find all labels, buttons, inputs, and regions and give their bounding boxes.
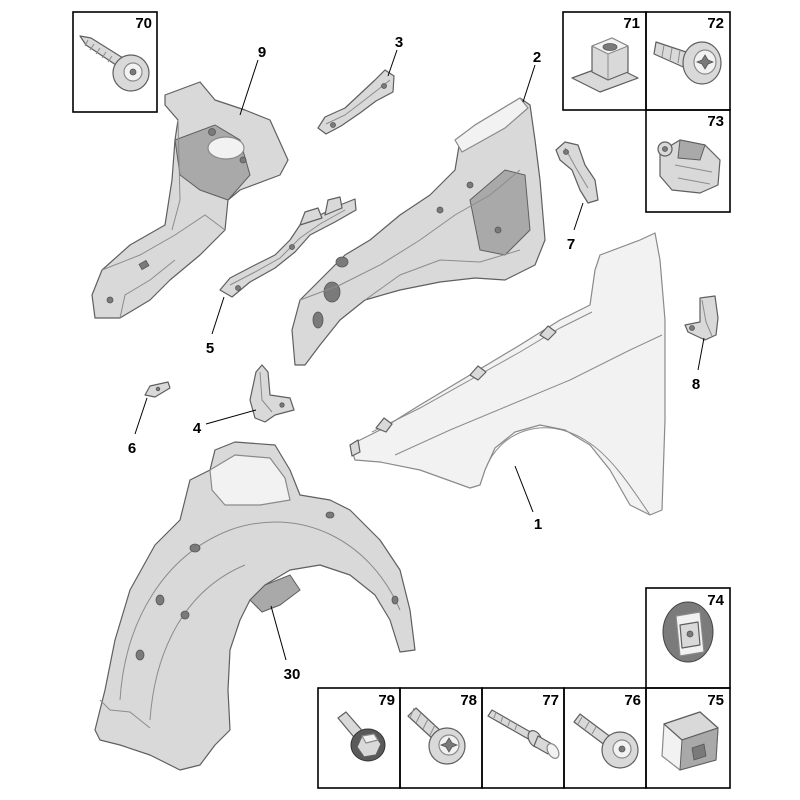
box-label-78: 78 xyxy=(460,692,477,709)
part-2 xyxy=(291,97,546,366)
leader-9 xyxy=(239,59,259,116)
box-label-77: 77 xyxy=(542,692,559,709)
leader-lines xyxy=(134,49,705,661)
hardware-box-72[interactable]: 72 xyxy=(645,11,731,111)
spring-nut-clip-icon xyxy=(661,711,719,771)
box-label-71: 71 xyxy=(623,15,640,32)
leader-4 xyxy=(205,409,257,425)
leader-3 xyxy=(387,49,398,77)
stud-bolt-icon xyxy=(487,709,560,759)
hardware-box-79[interactable]: 79 xyxy=(317,687,401,789)
box-frame xyxy=(645,687,731,789)
hardware-box-77[interactable]: 77 xyxy=(481,687,565,789)
box-label-73: 73 xyxy=(707,113,724,130)
hardware-box-73[interactable]: 73 xyxy=(645,109,731,213)
part-7 xyxy=(555,141,599,204)
box-frame xyxy=(645,109,731,213)
hardware-box-74[interactable]: 74 xyxy=(645,587,731,689)
leader-8 xyxy=(697,337,705,371)
hardware-box-75[interactable]: 75 xyxy=(645,687,731,789)
leader-2 xyxy=(522,64,536,103)
hardware-box-78[interactable]: 78 xyxy=(399,687,483,789)
grommet-clip-icon xyxy=(662,601,714,663)
leader-5 xyxy=(211,296,225,335)
callout-6[interactable]: 6 xyxy=(128,440,136,457)
leader-6 xyxy=(134,397,148,435)
part-3 xyxy=(317,69,395,135)
box-label-72: 72 xyxy=(707,15,724,32)
callout-4[interactable]: 4 xyxy=(193,420,202,437)
push-clip-icon xyxy=(657,139,721,194)
callout-2[interactable]: 2 xyxy=(533,49,541,66)
part-6 xyxy=(144,381,171,398)
part-9 xyxy=(91,81,289,319)
leader-1 xyxy=(514,465,534,513)
part-5 xyxy=(219,196,357,298)
hex-flange-bolt-icon xyxy=(337,711,386,762)
callout-labels: 9 3 2 7 5 8 6 4 1 30 xyxy=(128,34,700,683)
hardware-box-70[interactable]: 70 xyxy=(72,11,158,113)
leader-30 xyxy=(270,605,287,661)
callout-5[interactable]: 5 xyxy=(206,340,214,357)
callout-30[interactable]: 30 xyxy=(284,666,301,683)
round-head-bolt-icon xyxy=(653,41,722,85)
box-label-79: 79 xyxy=(378,692,395,709)
part-4 xyxy=(249,364,295,423)
torx-screw-icon xyxy=(407,707,466,765)
hardware-box-71[interactable]: 71 xyxy=(562,11,647,111)
part-8 xyxy=(684,295,719,341)
self-tapping-screw-icon xyxy=(79,35,150,92)
part-1 xyxy=(349,232,666,516)
box-frame xyxy=(72,11,158,113)
callout-1[interactable]: 1 xyxy=(534,516,542,533)
flange-bolt-icon xyxy=(573,713,639,769)
box-label-70: 70 xyxy=(135,15,152,32)
leader-7 xyxy=(573,202,584,231)
callout-7[interactable]: 7 xyxy=(567,236,575,253)
hardware-box-76[interactable]: 76 xyxy=(563,687,647,789)
box-label-75: 75 xyxy=(707,692,724,709)
clip-nut-icon xyxy=(571,37,639,93)
part-30 xyxy=(94,441,416,771)
box-label-74: 74 xyxy=(707,592,724,609)
box-label-76: 76 xyxy=(624,692,641,709)
callout-9[interactable]: 9 xyxy=(258,44,266,61)
callout-8[interactable]: 8 xyxy=(692,376,700,393)
callout-3[interactable]: 3 xyxy=(395,34,403,51)
